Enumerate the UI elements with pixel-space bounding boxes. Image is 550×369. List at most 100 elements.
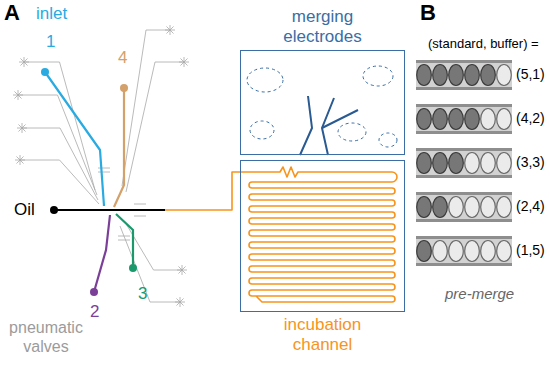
droplet-image: [416, 148, 512, 178]
droplet: [417, 241, 432, 262]
region-box: incubation channel: [240, 160, 405, 312]
droplet: [465, 197, 480, 218]
droplet: [433, 109, 448, 130]
oil-label: Oil: [14, 200, 35, 220]
valve-line: [18, 95, 97, 195]
droplet: [481, 65, 496, 86]
ratio-label: (1,5): [516, 242, 545, 259]
droplet: [417, 109, 432, 130]
droplet: [497, 153, 512, 174]
droplet: [497, 109, 512, 130]
droplet: [481, 197, 496, 218]
droplet: [465, 109, 480, 130]
valve-line: [120, 226, 180, 302]
channel: [416, 151, 512, 175]
droplet: [497, 65, 512, 86]
droplet: [465, 65, 480, 86]
valve-tick: [118, 240, 130, 241]
channel: [416, 107, 512, 131]
valve-port: [13, 90, 23, 100]
droplet-image: [416, 192, 512, 222]
droplet-outline: [338, 123, 366, 141]
panel-letter: A: [4, 0, 20, 25]
droplet: [465, 241, 480, 262]
droplet: [449, 109, 464, 130]
ratio-label: (4,2): [516, 110, 545, 127]
image-frame: [416, 148, 512, 178]
region-heading: merging electrodes: [268, 7, 378, 47]
ratio-label: (2,4): [516, 198, 545, 215]
valve-port: [165, 25, 175, 35]
valve-port: [17, 123, 27, 133]
inlet-channel: [114, 88, 124, 207]
valve-port: [175, 297, 185, 307]
valve-tick: [118, 236, 130, 237]
valve-port-stroke: [18, 124, 25, 131]
droplet: [449, 153, 464, 174]
valve-label: pneumatic valves: [4, 318, 88, 356]
inlet-number: 2: [90, 302, 99, 322]
droplet-outline: [247, 68, 283, 92]
valve-port-stroke: [166, 26, 173, 33]
inlet-port: [120, 84, 128, 92]
droplet: [481, 153, 496, 174]
panel-letter: B: [420, 0, 436, 25]
droplet-outline: [250, 121, 274, 139]
inlet-port: [129, 264, 137, 272]
inlet-label: inlet: [36, 4, 67, 24]
droplet: [433, 241, 448, 262]
droplet: [481, 241, 496, 262]
droplet-images: [416, 60, 512, 266]
valve-port-stroke: [16, 156, 23, 163]
valve-tick: [134, 204, 146, 205]
inlet-number: 3: [138, 284, 147, 304]
valve-tick: [134, 216, 146, 217]
region-box: merging electrodes: [240, 50, 405, 155]
inlet-channel: [54, 209, 165, 211]
droplet: [497, 197, 512, 218]
valve-port: [19, 57, 29, 67]
channel: [416, 239, 512, 263]
valve-line: [20, 160, 99, 204]
valve-port-stroke: [14, 91, 21, 98]
droplet: [417, 65, 432, 86]
inlet-channels: [41, 68, 397, 302]
image-frame: [416, 60, 512, 90]
inlet-channel: [116, 214, 133, 268]
droplet: [497, 241, 512, 262]
valve-tick: [98, 168, 110, 169]
droplet-image: [416, 60, 512, 90]
droplet: [449, 197, 464, 218]
droplet: [449, 65, 464, 86]
valve-port: [179, 57, 189, 67]
inlet-port: [50, 206, 58, 214]
inlet-channel: [45, 72, 104, 206]
image-caption: pre-merge: [445, 285, 514, 303]
inlet-number: 1: [46, 32, 55, 52]
inlet-number: 4: [118, 48, 127, 68]
valve-tick: [98, 172, 110, 173]
channel: [416, 63, 512, 87]
droplet: [449, 241, 464, 262]
electrode: [300, 96, 312, 155]
ratio-label: (5,1): [516, 66, 545, 83]
inlet-channel: [94, 215, 110, 292]
image-frame: [416, 104, 512, 134]
droplet-image: [416, 236, 512, 266]
channel: [416, 195, 512, 219]
droplet: [433, 153, 448, 174]
droplet: [433, 197, 448, 218]
droplet: [433, 65, 448, 86]
droplet-image: [416, 104, 512, 134]
valve-line: [22, 128, 98, 200]
pneumatic-valve-lines: [13, 25, 189, 307]
valve-port: [15, 155, 25, 165]
valve-port: [177, 265, 187, 275]
valve-port-stroke: [176, 298, 183, 305]
droplet-outline: [379, 133, 397, 147]
inlet-port: [41, 68, 49, 76]
droplet-outline: [363, 66, 393, 86]
image-frame: [416, 236, 512, 266]
